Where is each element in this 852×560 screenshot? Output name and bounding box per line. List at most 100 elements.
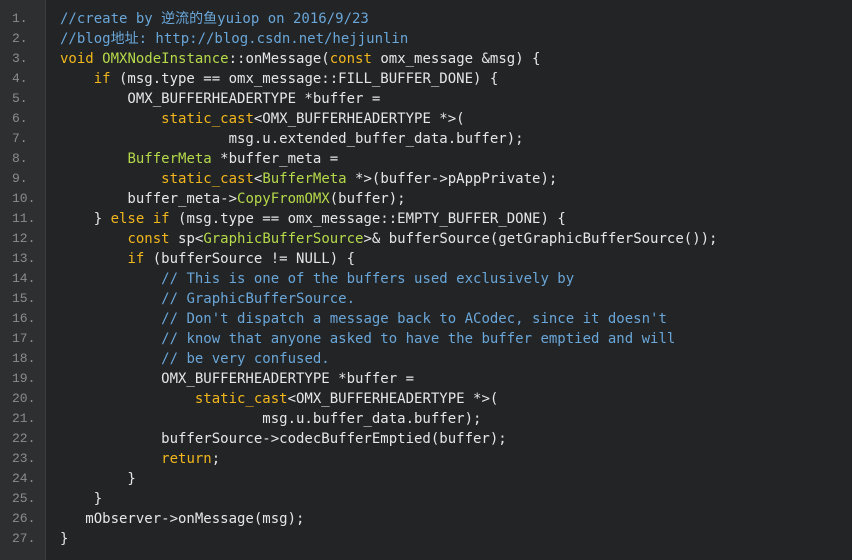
code-token: // be very confused. (161, 351, 330, 367)
code-token: sp< (169, 231, 204, 247)
code-line: return; (60, 449, 852, 469)
code-token (60, 351, 161, 367)
line-number: 23. (12, 451, 36, 466)
code-token (60, 291, 161, 307)
code-token: // This is one of the buffers used exclu… (161, 271, 575, 287)
line-number: 3. (12, 51, 28, 66)
code-token: const (127, 231, 170, 247)
code-token: (bufferSource != NULL) { (144, 251, 356, 267)
code-token: OMX_BUFFERHEADERTYPE *buffer = (60, 91, 381, 107)
code-token: // Don't dispatch a message back to ACod… (161, 311, 667, 327)
code-token (60, 391, 195, 407)
code-token: static_cast (161, 171, 254, 187)
code-token: GraphicBufferSource (203, 231, 364, 247)
code-token: // know that anyone asked to have the bu… (161, 331, 676, 347)
line-number: 17. (12, 331, 36, 346)
line-number: 26. (12, 511, 36, 526)
code-token: buffer_meta-> (60, 191, 238, 207)
line-number: 7. (12, 131, 28, 146)
code-token: (buffer); (329, 191, 406, 207)
code-line: //blog地址: http://blog.csdn.net/hejjunlin (60, 29, 852, 49)
code-line: static_cast<OMX_BUFFERHEADERTYPE *>( (60, 109, 852, 129)
code-token: bufferSource->codecBufferEmptied(buffer)… (60, 431, 507, 447)
code-token: *buffer_meta = (211, 151, 339, 167)
code-token: <OMX_BUFFERHEADERTYPE *>( (253, 111, 465, 127)
code-line: if (bufferSource != NULL) { (60, 249, 852, 269)
code-token: static_cast (194, 391, 288, 407)
line-number: 6. (12, 111, 28, 126)
code-token: < (253, 171, 263, 187)
code-token: BufferMeta (127, 151, 212, 167)
code-token: CopyFromOMX (237, 191, 330, 207)
code-line: bufferSource->codecBufferEmptied(buffer)… (60, 429, 852, 449)
line-number: 9. (12, 171, 28, 186)
code-line: static_cast<OMX_BUFFERHEADERTYPE *>( (60, 389, 852, 409)
code-line: OMX_BUFFERHEADERTYPE *buffer = (60, 89, 852, 109)
code-line: if (msg.type == omx_message::FILL_BUFFER… (60, 69, 852, 89)
code-token: (msg.type == omx_message::EMPTY_BUFFER_D… (169, 211, 566, 227)
code-line: msg.u.buffer_data.buffer); (60, 409, 852, 429)
code-token (60, 311, 161, 327)
code-token: // GraphicBufferSource. (161, 291, 356, 307)
line-number: 16. (12, 311, 36, 326)
line-number: 15. (12, 291, 36, 306)
code-token: //create by 逆流的鱼yuiop on 2016/9/23 (60, 11, 369, 27)
line-number: 1. (12, 11, 28, 26)
code-token: return (161, 451, 212, 467)
code-token: <OMX_BUFFERHEADERTYPE *>( (287, 391, 499, 407)
code-token: } (60, 211, 111, 227)
code-token: mObserver->onMessage(msg); (60, 511, 305, 527)
code-line: mObserver->onMessage(msg); (60, 509, 852, 529)
line-number: 5. (12, 91, 28, 106)
code-line: // know that anyone asked to have the bu… (60, 329, 852, 349)
code-token (60, 231, 127, 247)
code-line: // Don't dispatch a message back to ACod… (60, 309, 852, 329)
code-token (60, 71, 94, 87)
line-number: 27. (12, 531, 36, 546)
line-number: 8. (12, 151, 28, 166)
code-token (60, 451, 161, 467)
code-line: static_cast<BufferMeta *>(buffer->pAppPr… (60, 169, 852, 189)
line-number: 14. (12, 271, 36, 286)
code-token: *>(buffer->pAppPrivate); (346, 171, 558, 187)
line-number: 18. (12, 351, 36, 366)
code-token: omx_message &msg) { (371, 51, 541, 67)
code-token: } (60, 531, 69, 547)
code-token: >& bufferSource(getGraphicBufferSource()… (363, 231, 718, 247)
code-token: OMX_BUFFERHEADERTYPE *buffer = (60, 371, 415, 387)
code-line: OMX_BUFFERHEADERTYPE *buffer = (60, 369, 852, 389)
line-number: 19. (12, 371, 36, 386)
line-number: 4. (12, 71, 28, 86)
line-number-gutter: 1.2.3.4.5.6.7.8.9.10.11.12.13.14.15.16.1… (0, 0, 46, 560)
code-token: if (93, 71, 111, 87)
code-line: } (60, 469, 852, 489)
code-line: BufferMeta *buffer_meta = (60, 149, 852, 169)
code-token: const (329, 51, 372, 67)
code-line: const sp<GraphicBufferSource>& bufferSou… (60, 229, 852, 249)
code-line: //create by 逆流的鱼yuiop on 2016/9/23 (60, 9, 852, 29)
line-number: 22. (12, 431, 36, 446)
code-line: } (60, 489, 852, 509)
code-line: // be very confused. (60, 349, 852, 369)
line-number: 24. (12, 471, 36, 486)
code-token (60, 271, 161, 287)
line-number: 25. (12, 491, 36, 506)
code-token: void (60, 51, 103, 67)
code-token (60, 111, 161, 127)
code-token: BufferMeta (262, 171, 347, 187)
code-token: } (60, 491, 103, 507)
code-line: } else if (msg.type == omx_message::EMPT… (60, 209, 852, 229)
code-token (60, 171, 161, 187)
code-token: ::onMessage( (228, 51, 330, 67)
line-number: 12. (12, 231, 36, 246)
code-token: //blog地址: http://blog.csdn.net/hejjunlin (60, 31, 409, 47)
code-line: // This is one of the buffers used exclu… (60, 269, 852, 289)
line-number: 21. (12, 411, 36, 426)
code-token: else if (110, 211, 170, 227)
code-token (60, 331, 161, 347)
code-token: msg.u.extended_buffer_data.buffer); (60, 131, 524, 147)
code-token (60, 151, 127, 167)
code-token: OMXNodeInstance (102, 51, 229, 67)
code-line: void OMXNodeInstance::onMessage(const om… (60, 49, 852, 69)
